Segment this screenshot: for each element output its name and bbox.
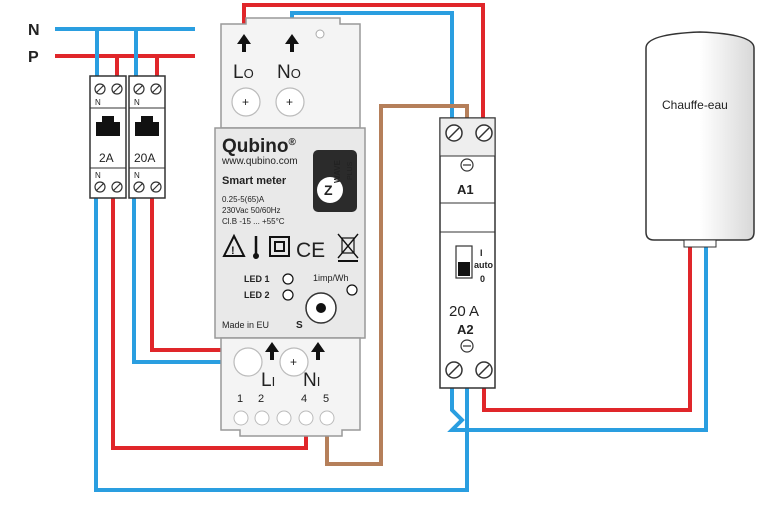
- double-insulation-icon: [269, 236, 290, 257]
- svg-text:Z: Z: [324, 182, 333, 198]
- out-l-label: LO: [233, 62, 254, 83]
- switch-off-label: 0: [480, 274, 485, 284]
- product-name: Smart meter: [222, 175, 287, 187]
- spec-class: Cl.B -15 ... +55°C: [222, 217, 285, 226]
- phase-label: P: [28, 49, 39, 66]
- smart-meter: + + LO NO Qubino® www.qubino.com Smart m…: [214, 17, 366, 437]
- breaker1-rating: 2A: [99, 151, 114, 165]
- terminal-li-screw[interactable]: [233, 347, 263, 377]
- s-button-label: S: [296, 320, 303, 331]
- svg-text:!: !: [231, 245, 235, 257]
- breaker2-rating: 20A: [134, 151, 155, 165]
- neutral-label: N: [28, 22, 40, 39]
- dc-icon: [253, 236, 259, 259]
- arrow-up-icon: [311, 342, 325, 360]
- contactor: A1 I auto 0 20 A A2: [439, 117, 496, 389]
- terminal-number-1: 1: [237, 393, 243, 405]
- contactor-rating: 20 A: [449, 303, 479, 320]
- arrow-up-icon: [285, 34, 299, 52]
- ce-mark: CE: [296, 239, 325, 262]
- wire-breaker1-to-contactor-a2: [94, 196, 469, 492]
- switch-auto-label: auto: [474, 260, 494, 270]
- wire-terminal5-to-contactor-a1: [325, 104, 469, 466]
- terminal-no-screw[interactable]: [275, 87, 305, 117]
- led1-label: LED 1: [244, 274, 270, 284]
- brand-logo: Qubino®: [222, 136, 296, 157]
- spec-current: 0.25-5(65)A: [222, 195, 265, 204]
- wire-contactor-to-heater-neutral: [447, 240, 708, 432]
- led2-indicator: [282, 289, 294, 301]
- breaker1-bottom-n: N: [95, 171, 101, 180]
- breaker1-top-n: N: [95, 98, 101, 107]
- breaker2-top-n: N: [134, 98, 140, 107]
- svg-text:+: +: [290, 355, 297, 369]
- heater-label: Chauffe-eau: [662, 98, 728, 112]
- breaker2-bottom-n: N: [134, 171, 140, 180]
- terminal-ni-screw[interactable]: [279, 347, 309, 377]
- terminal-lo-screw[interactable]: [231, 87, 261, 117]
- svg-text:+: +: [242, 95, 249, 109]
- breaker1-toggle[interactable]: [96, 122, 120, 136]
- water-heater: Chauffe-eau: [645, 31, 755, 248]
- impulse-label: 1imp/Wh: [313, 273, 349, 283]
- made-in-label: Made in EU: [222, 320, 269, 330]
- in-l-label: LI: [261, 370, 275, 391]
- weee-bin-icon: [337, 233, 359, 262]
- switch-on-label: I: [480, 248, 483, 258]
- zwave-plus-badge: Z WAVE PLUS: [313, 150, 357, 212]
- breaker-20a: N 20A N: [128, 75, 166, 199]
- contactor-a1-label: A1: [457, 182, 474, 197]
- breaker-2a: N 2A N: [89, 75, 127, 199]
- warning-icon: !: [222, 233, 246, 257]
- arrow-up-icon: [265, 342, 279, 360]
- terminal-number-5: 5: [323, 393, 329, 405]
- arrow-up-icon: [237, 34, 251, 52]
- breaker2-toggle[interactable]: [135, 122, 159, 136]
- wire-meter-lo-to-contactor: [242, 3, 485, 128]
- led2-label: LED 2: [244, 290, 270, 300]
- terminal-number-4: 4: [301, 393, 307, 405]
- led1-indicator: [282, 273, 294, 285]
- terminal-number-2: 2: [258, 393, 264, 405]
- brand-website: www.qubino.com: [221, 156, 298, 167]
- impulse-led: [346, 284, 358, 296]
- out-n-label: NO: [277, 62, 301, 83]
- in-n-label: NI: [303, 370, 320, 391]
- wire-contactor-to-heater-phase: [482, 240, 692, 412]
- contactor-a2-label: A2: [457, 322, 474, 337]
- spec-voltage: 230Vac 50/60Hz: [222, 206, 281, 215]
- zwave-badge-bottom: PLUS: [347, 161, 354, 180]
- svg-text:+: +: [286, 95, 293, 109]
- zwave-badge-top: WAVE: [333, 159, 342, 183]
